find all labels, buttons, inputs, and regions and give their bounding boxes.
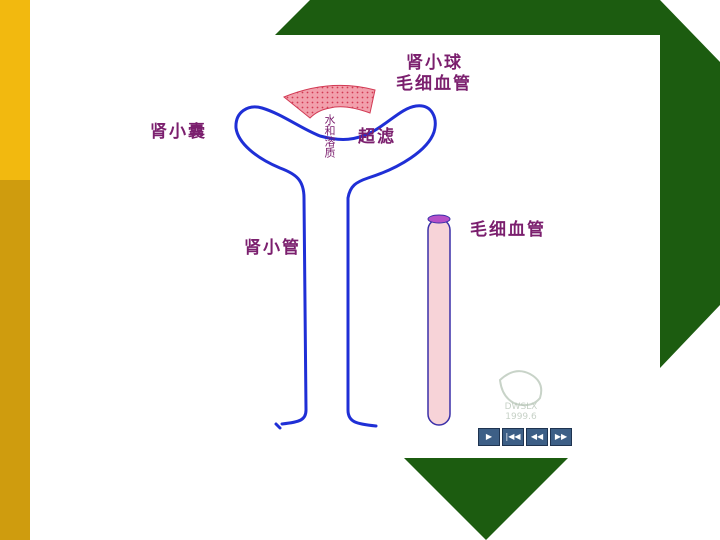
watermark-line2: 1999.6 <box>505 412 537 422</box>
filtration-label: 超滤 <box>358 127 396 147</box>
glomerulus-shape <box>283 84 376 119</box>
sidebar-bottom <box>0 180 30 540</box>
sidebar-top <box>0 0 30 180</box>
capsule-label: 肾小囊 <box>150 122 207 142</box>
glomerulus-label-1: 肾小球 <box>406 53 463 73</box>
watermark-emblem <box>498 370 543 407</box>
first-icon[interactable]: |◀◀ <box>502 428 524 446</box>
watermark: DWSLX 1999.6 <box>486 370 556 426</box>
capsule-inner-left <box>274 422 282 430</box>
tubule-label: 肾小管 <box>244 238 301 258</box>
back-icon[interactable]: ◀◀ <box>526 428 548 446</box>
green-top-band <box>275 0 720 368</box>
capillary-vessel <box>427 218 451 426</box>
watermark-line1: DWSLX <box>504 402 538 412</box>
glomerulus-label-2: 毛细血管 <box>396 74 472 94</box>
green-bottom-triangle <box>404 458 568 540</box>
capillary-top <box>427 214 451 224</box>
capillary-label: 毛细血管 <box>470 220 546 240</box>
water-solutes-label: 水和溶质 <box>323 114 336 158</box>
navigation-controls: ▶ |◀◀ ◀◀ ▶▶ <box>478 428 572 446</box>
play-icon[interactable]: ▶ <box>478 428 500 446</box>
capsule-tubule-outline <box>234 104 437 428</box>
forward-icon[interactable]: ▶▶ <box>550 428 572 446</box>
